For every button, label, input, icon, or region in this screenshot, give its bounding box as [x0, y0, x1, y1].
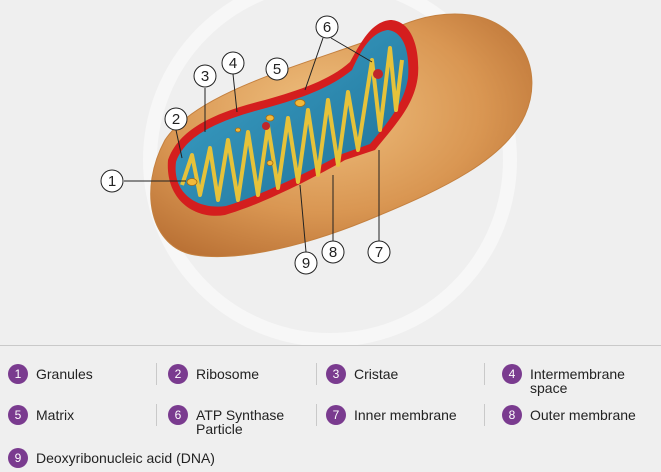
callout-2: 2 [164, 107, 188, 131]
leader-lines [124, 37, 380, 253]
background-ring [143, 0, 517, 345]
legend-badge: 4 [502, 364, 522, 384]
legend-badge: 7 [326, 405, 346, 425]
dna-granule [373, 69, 383, 79]
legend-item-cristae: 3 Cristae [326, 364, 399, 384]
legend-divider [316, 363, 317, 385]
legend: 1 Granules 2 Ribosome 3 Cristae 4 Interm… [0, 345, 661, 472]
callout-8: 8 [321, 240, 345, 264]
svg-text:3: 3 [201, 68, 209, 85]
legend-item-granules: 1 Granules [8, 364, 93, 384]
granules [186, 99, 306, 186]
legend-item-inner-membrane: 7 Inner membrane [326, 405, 457, 425]
legend-label: Intermembrane space [530, 366, 625, 396]
legend-item-intermembrane-space: 4 Intermembrane space [502, 364, 625, 396]
legend-label: ATP Synthase Particle [196, 407, 285, 437]
legend-badge: 2 [168, 364, 188, 384]
mitochondrion-illustration: 1 2 3 4 5 6 7 8 [100, 0, 533, 345]
legend-badge: 5 [8, 405, 28, 425]
legend-badge: 9 [8, 448, 28, 468]
svg-text:8: 8 [329, 244, 337, 261]
matrix-interior [175, 30, 409, 207]
legend-item-outer-membrane: 8 Outer membrane [502, 405, 636, 425]
legend-label: Deoxyribonucleic acid (DNA) [36, 450, 215, 466]
legend-item-dna: 9 Deoxyribonucleic acid (DNA) [8, 448, 215, 468]
legend-label: Matrix [36, 407, 75, 423]
legend-divider [156, 363, 157, 385]
legend-badge: 3 [326, 364, 346, 384]
callout-4: 4 [221, 51, 245, 75]
callout-9: 9 [294, 251, 318, 275]
legend-label: Ribosome [196, 366, 260, 382]
legend-label: Inner membrane [354, 407, 457, 423]
legend-divider [484, 363, 485, 385]
svg-text:6: 6 [323, 19, 331, 36]
svg-text:2: 2 [172, 111, 180, 128]
callout-5: 5 [265, 57, 289, 81]
callout-1: 1 [100, 169, 124, 193]
legend-badge: 1 [8, 364, 28, 384]
legend-badge: 8 [502, 405, 522, 425]
svg-text:7: 7 [375, 244, 383, 261]
svg-text:4: 4 [229, 55, 237, 72]
svg-text:9: 9 [302, 255, 310, 272]
legend-item-matrix: 5 Matrix [8, 405, 75, 425]
legend-divider [484, 404, 485, 426]
legend-label: Cristae [354, 366, 399, 382]
legend-divider [316, 404, 317, 426]
legend-item-ribosome: 2 Ribosome [168, 364, 260, 384]
legend-label: Granules [36, 366, 93, 382]
cristae-folds [180, 46, 404, 202]
legend-item-atp-synthase: 6 ATP Synthase Particle [168, 405, 285, 437]
svg-text:5: 5 [273, 61, 281, 78]
svg-text:1: 1 [108, 173, 116, 190]
callout-7: 7 [367, 240, 391, 264]
legend-divider [156, 404, 157, 426]
callout-6: 6 [315, 15, 339, 39]
legend-label: Outer membrane [530, 407, 636, 423]
legend-badge: 6 [168, 405, 188, 425]
callout-3: 3 [193, 64, 217, 88]
dna-granule [262, 122, 270, 130]
mitochondrion-diagram: 1 2 3 4 5 6 7 8 [100, 0, 533, 345]
